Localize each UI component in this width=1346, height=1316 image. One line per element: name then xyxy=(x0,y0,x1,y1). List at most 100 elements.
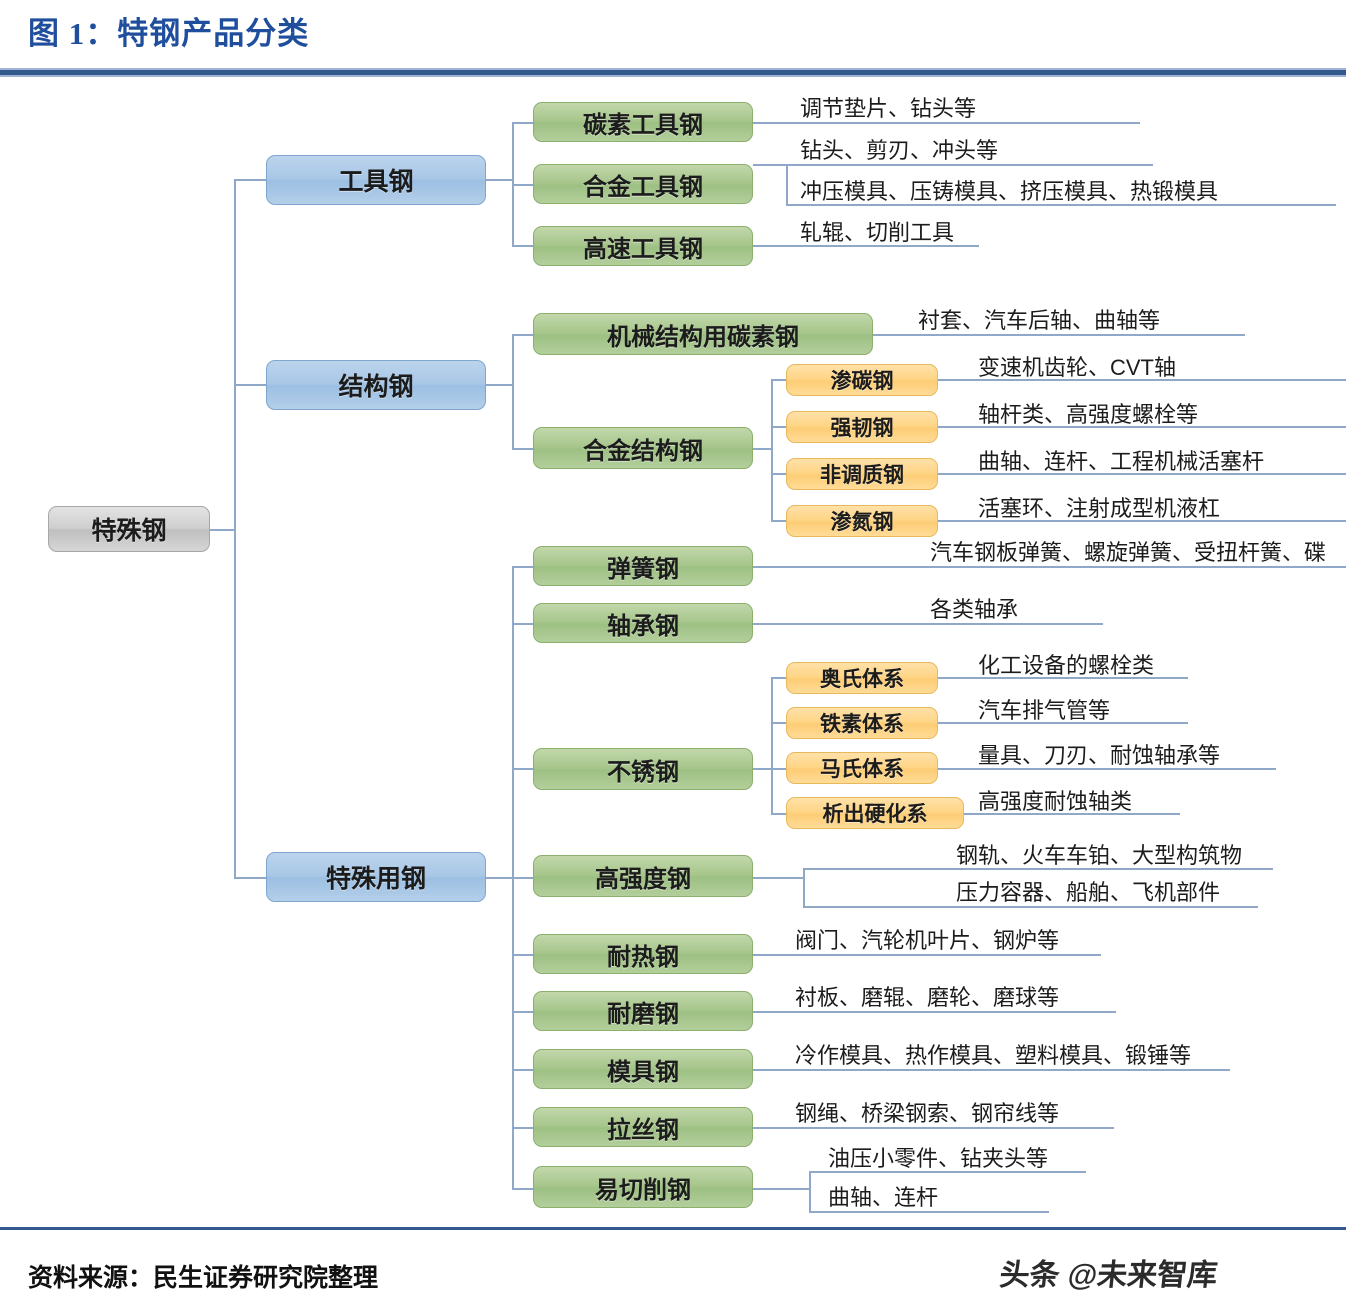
leaf-use: 量具、刀刃、耐蚀轴承等 xyxy=(978,743,1221,768)
connector-special-c7 xyxy=(512,1069,534,1071)
header-rule xyxy=(0,68,1346,77)
connector-special-c5 xyxy=(512,954,534,956)
leaf-underline xyxy=(753,1011,1116,1013)
connector-alloystruct-out xyxy=(753,448,773,450)
connector-special-c6 xyxy=(512,1011,534,1013)
leaf-use: 压力容器、船舶、飞机部件 xyxy=(956,880,1221,905)
node-type-wire-drawing-steel[interactable]: 拉丝钢 xyxy=(533,1107,753,1147)
node-subtype-precipitation-hardening[interactable]: 析出硬化系 xyxy=(786,797,964,829)
leaf-use: 衬板、磨辊、磨轮、磨球等 xyxy=(795,985,1060,1010)
node-subtype-tough-steel[interactable]: 强韧钢 xyxy=(786,411,938,443)
node-subtype-austenitic[interactable]: 奥氏体系 xyxy=(786,662,938,694)
leaf-underline xyxy=(753,1069,1230,1071)
node-type-hss-tool-steel[interactable]: 高速工具钢 xyxy=(533,226,753,266)
leaf-use: 各类轴承 xyxy=(930,597,1019,622)
leaf-use: 汽车排气管等 xyxy=(978,698,1111,723)
connector-root-stub xyxy=(210,529,236,531)
leaf-use: 油压小零件、钻夹头等 xyxy=(828,1146,1049,1171)
connector-stainless-c4 xyxy=(771,813,787,815)
leaf-bracket xyxy=(786,164,1336,206)
source-note: 资料来源：民生证券研究院整理 xyxy=(28,1265,379,1292)
node-type-alloy-tool-steel[interactable]: 合金工具钢 xyxy=(533,164,753,204)
leaf-underline xyxy=(938,426,1346,428)
leaf-bracket xyxy=(809,1171,1049,1213)
connector-alloystruct-c2 xyxy=(771,426,787,428)
leaf-use: 曲轴、连杆 xyxy=(828,1185,939,1210)
leaf-use: 衬套、汽车后轴、曲轴等 xyxy=(918,308,1161,333)
leaf-underline xyxy=(938,379,1346,381)
connector-special-c3 xyxy=(512,768,534,770)
connector-alloystruct-c1 xyxy=(771,379,787,381)
leaf-underline xyxy=(753,566,1346,568)
leaf-underline xyxy=(753,122,1140,124)
node-category-special-purpose-steel[interactable]: 特殊用钢 xyxy=(266,852,486,902)
node-type-high-strength-steel[interactable]: 高强度钢 xyxy=(533,855,753,897)
connector-stainless-c1 xyxy=(771,677,787,679)
node-type-mech-carbon-steel[interactable]: 机械结构用碳素钢 xyxy=(533,313,873,355)
connector-stainless-out xyxy=(753,768,773,770)
node-type-bearing-steel[interactable]: 轴承钢 xyxy=(533,603,753,643)
page-title: 图 1：特钢产品分类 xyxy=(28,16,310,51)
connector-stainless-c2 xyxy=(771,722,787,724)
node-subtype-ferritic[interactable]: 铁素体系 xyxy=(786,707,938,739)
connector-stainless-c3 xyxy=(771,768,787,770)
connector-trunk-to-struct xyxy=(234,384,266,386)
leaf-underline xyxy=(938,520,1346,522)
connector-tool-c1 xyxy=(512,122,534,124)
node-root[interactable]: 特殊钢 xyxy=(48,506,210,552)
node-subtype-carburized-steel[interactable]: 渗碳钢 xyxy=(786,364,938,396)
connector-special-c9 xyxy=(512,1188,534,1190)
leaf-underline xyxy=(938,768,1276,770)
node-category-structural-steel[interactable]: 结构钢 xyxy=(266,360,486,410)
leaf-use: 钻头、剪刃、冲头等 xyxy=(800,138,999,163)
node-type-spring-steel[interactable]: 弹簧钢 xyxy=(533,546,753,586)
connector-trunk-to-special xyxy=(234,877,266,879)
leaf-underline xyxy=(938,677,1188,679)
leaf-use: 钢绳、桥梁钢索、钢帘线等 xyxy=(795,1101,1060,1126)
node-type-carbon-tool-steel[interactable]: 碳素工具钢 xyxy=(533,102,753,142)
node-type-wear-resistant-steel[interactable]: 耐磨钢 xyxy=(533,991,753,1031)
connector-tool-out xyxy=(486,179,514,181)
leaf-use: 汽车钢板弹簧、螺旋弹簧、受扭杆簧、碟 xyxy=(930,540,1327,565)
connector-alloystruct-c3 xyxy=(771,473,787,475)
leaf-use: 高强度耐蚀轴类 xyxy=(978,789,1133,814)
node-subtype-nitrided-steel[interactable]: 渗氮钢 xyxy=(786,505,938,537)
leaf-use: 曲轴、连杆、工程机械活塞杆 xyxy=(978,449,1265,474)
node-subtype-martensitic[interactable]: 马氏体系 xyxy=(786,752,938,784)
connector-struct-out xyxy=(486,384,514,386)
node-type-die-steel[interactable]: 模具钢 xyxy=(533,1049,753,1089)
leaf-use: 化工设备的螺栓类 xyxy=(978,653,1155,678)
leaf-underline xyxy=(938,722,1188,724)
connector-struct-c2 xyxy=(512,448,534,450)
connector-alloystruct-spine xyxy=(771,379,773,521)
node-type-alloy-structural-steel[interactable]: 合金结构钢 xyxy=(533,427,753,469)
leaf-underline xyxy=(964,813,1180,815)
node-category-tool-steel[interactable]: 工具钢 xyxy=(266,155,486,205)
leaf-underline xyxy=(753,1127,1114,1129)
leaf-use: 调节垫片、钻头等 xyxy=(800,96,977,121)
leaf-use: 钢轨、火车车铂、大型构筑物 xyxy=(956,843,1243,868)
leaf-underline xyxy=(809,1171,1086,1173)
leaf-bracket xyxy=(803,868,1258,908)
connector-trunk-to-tool xyxy=(234,179,266,181)
leaf-use: 阀门、汽轮机叶片、钢炉等 xyxy=(795,928,1060,953)
node-type-free-cutting-steel[interactable]: 易切削钢 xyxy=(533,1166,753,1208)
connector-special-c8 xyxy=(512,1127,534,1129)
connector-tool-c2 xyxy=(512,184,534,186)
node-subtype-non-quenched-steel[interactable]: 非调质钢 xyxy=(786,458,938,490)
connector-hss-out xyxy=(753,877,803,879)
leaf-underline xyxy=(753,164,1153,166)
connector-special-c4 xyxy=(512,877,534,879)
connector-special-c2 xyxy=(512,623,534,625)
connector-struct-spine xyxy=(512,334,514,450)
connector-special-c1 xyxy=(512,566,534,568)
leaf-underline xyxy=(803,868,1273,870)
leaf-use: 轴杆类、高强度螺栓等 xyxy=(978,402,1199,427)
leaf-use: 活塞环、注射成型机液杠 xyxy=(978,496,1221,521)
node-type-heat-resistant-steel[interactable]: 耐热钢 xyxy=(533,934,753,974)
node-type-stainless-steel[interactable]: 不锈钢 xyxy=(533,748,753,790)
connector-freecut-out xyxy=(753,1188,809,1190)
watermark: 头条 @未来智库 xyxy=(997,1259,1219,1292)
leaf-underline xyxy=(753,245,979,247)
